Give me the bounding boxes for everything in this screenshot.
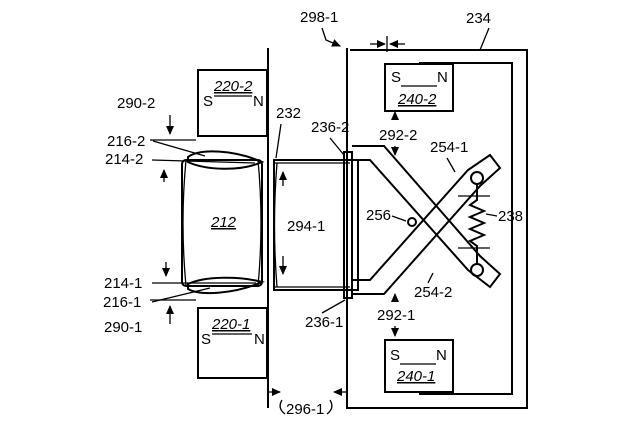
label-292-2: 292-2 — [379, 127, 417, 144]
pin-upper — [470, 171, 484, 185]
pin-lower — [470, 263, 484, 277]
actuator-294-1: 294-1 — [273, 159, 359, 291]
label-290-2: 290-2 — [117, 95, 155, 112]
pole-s: S — [203, 93, 213, 110]
label-254-2: 254-2 — [414, 284, 452, 301]
label-240-1: 240-1 — [396, 368, 435, 385]
label-214-2: 214-2 — [105, 151, 143, 168]
label-220-1: 220-1 — [211, 316, 250, 333]
label-212: 212 — [210, 214, 237, 231]
pole-s: S — [390, 347, 400, 364]
pole-n: N — [254, 331, 265, 348]
reference-labels: 298-1 290-2 232 236-2 292-2 254-1 216-2 … — [103, 9, 523, 418]
label-238: 238 — [498, 208, 523, 225]
label-236-2: 236-2 — [311, 119, 349, 136]
plate-212: 212 — [181, 150, 265, 294]
pole-s: S — [201, 331, 211, 348]
label-216-1: 216-1 — [103, 294, 141, 311]
pole-s: S — [391, 69, 401, 86]
magnet-240-1: S N 240-1 — [384, 339, 454, 393]
label-296-1: 296-1 — [286, 401, 324, 418]
pivot-256 — [407, 217, 417, 227]
label-232: 232 — [276, 105, 301, 122]
label-220-2: 220-2 — [213, 78, 253, 95]
label-256: 256 — [366, 207, 391, 224]
label-298-1: 298-1 — [300, 9, 338, 26]
label-234: 234 — [466, 10, 491, 27]
magnet-220-2: 220-2 S N — [197, 69, 268, 137]
label-292-1: 292-1 — [377, 307, 415, 324]
pole-n: N — [437, 69, 448, 86]
label-294-1: 294-1 — [287, 218, 325, 235]
spring-238 — [458, 184, 490, 264]
magnet-220-1: 220-1 S N — [197, 307, 268, 379]
label-236-1: 236-1 — [305, 314, 343, 331]
label-216-2: 216-2 — [107, 133, 145, 150]
magnet-240-2: S N 240-2 — [384, 63, 454, 112]
frame-234: 234 — [346, 10, 528, 409]
pole-n: N — [436, 347, 447, 364]
label-290-1: 290-1 — [104, 319, 142, 336]
label-214-1: 214-1 — [104, 275, 142, 292]
label-240-2: 240-2 — [397, 91, 437, 108]
pole-n: N — [253, 93, 264, 110]
label-254-1: 254-1 — [430, 139, 468, 156]
